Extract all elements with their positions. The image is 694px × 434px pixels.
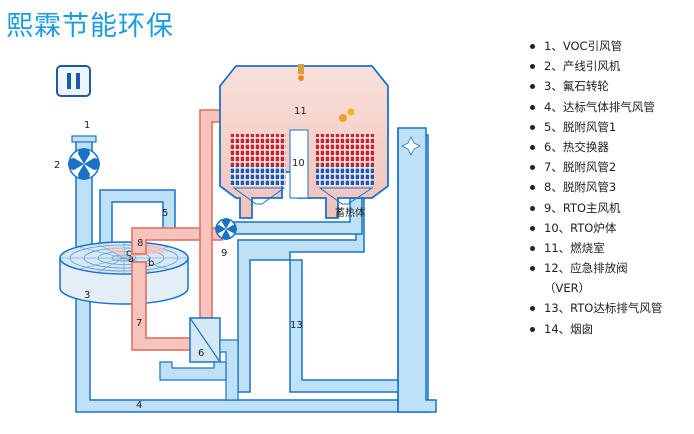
legend-item: 5、脱附风管1: [530, 117, 662, 137]
label-1: 1: [84, 120, 90, 131]
legend-item: 3、氟石转轮: [530, 76, 662, 96]
label-6: 6: [198, 348, 204, 359]
label-zone-b: b: [148, 258, 154, 269]
flame-icon: [339, 108, 355, 122]
component-legend: 1、VOC引风管 2、产线引风机 3、氟石转轮 4、达标气体排气风管 5、脱附风…: [530, 36, 662, 339]
regenerative-bed-right: [316, 134, 374, 186]
legend-item: 6、热交换器: [530, 137, 662, 157]
heat-exchanger: [159, 317, 239, 401]
legend-item: 7、脱附风管2: [530, 157, 662, 177]
label-8: 8: [137, 238, 143, 249]
brand-title: 熙霖节能环保: [6, 11, 174, 42]
label-zone-c: c: [126, 248, 132, 259]
legend-item: 2、产线引风机: [530, 56, 662, 76]
label-5: 5: [162, 208, 168, 219]
label-zone-a: a: [128, 254, 134, 265]
legend-item-continuation: （VER）: [544, 281, 591, 296]
zeolite-rotor: [59, 241, 189, 305]
burner-icon: [298, 64, 304, 81]
label-3: 3: [84, 290, 90, 301]
vent-star-icon: [401, 136, 421, 156]
fan-9-icon: [215, 218, 237, 240]
diagram-labels: 1 2 3 4 5 6 7 8 9 10 11 13 a b c 蓄热体: [54, 106, 365, 411]
legend-item: 4、达标气体排气风管: [530, 97, 662, 117]
label-13: 13: [290, 320, 303, 331]
label-4: 4: [136, 400, 142, 411]
label-9: 9: [221, 248, 227, 259]
legend-item: 1、VOC引风管: [530, 36, 662, 56]
fan-2-icon: [68, 148, 100, 180]
pause-button[interactable]: [56, 65, 91, 97]
legend-item: 10、RTO炉体: [530, 218, 662, 238]
label-7: 7: [136, 318, 142, 329]
legend-item: 11、燃烧室: [530, 238, 662, 258]
label-2: 2: [54, 160, 60, 171]
legend-item: 12、应急排放阀: [530, 258, 662, 278]
legend-item: 8、脱附风管3: [530, 177, 662, 197]
pause-icon: [67, 73, 80, 89]
chimney-stack: [397, 127, 437, 413]
legend-item: 9、RTO主风机: [530, 198, 662, 218]
label-11: 11: [294, 106, 307, 117]
legend-item: 13、RTO达标排气风管: [530, 298, 662, 318]
chamber-hoppers: [232, 187, 374, 205]
legend-item: 14、烟囱: [530, 319, 662, 339]
label-bed: 蓄热体: [335, 206, 365, 219]
regenerative-bed-left: [230, 134, 286, 186]
label-10: 10: [292, 158, 305, 169]
